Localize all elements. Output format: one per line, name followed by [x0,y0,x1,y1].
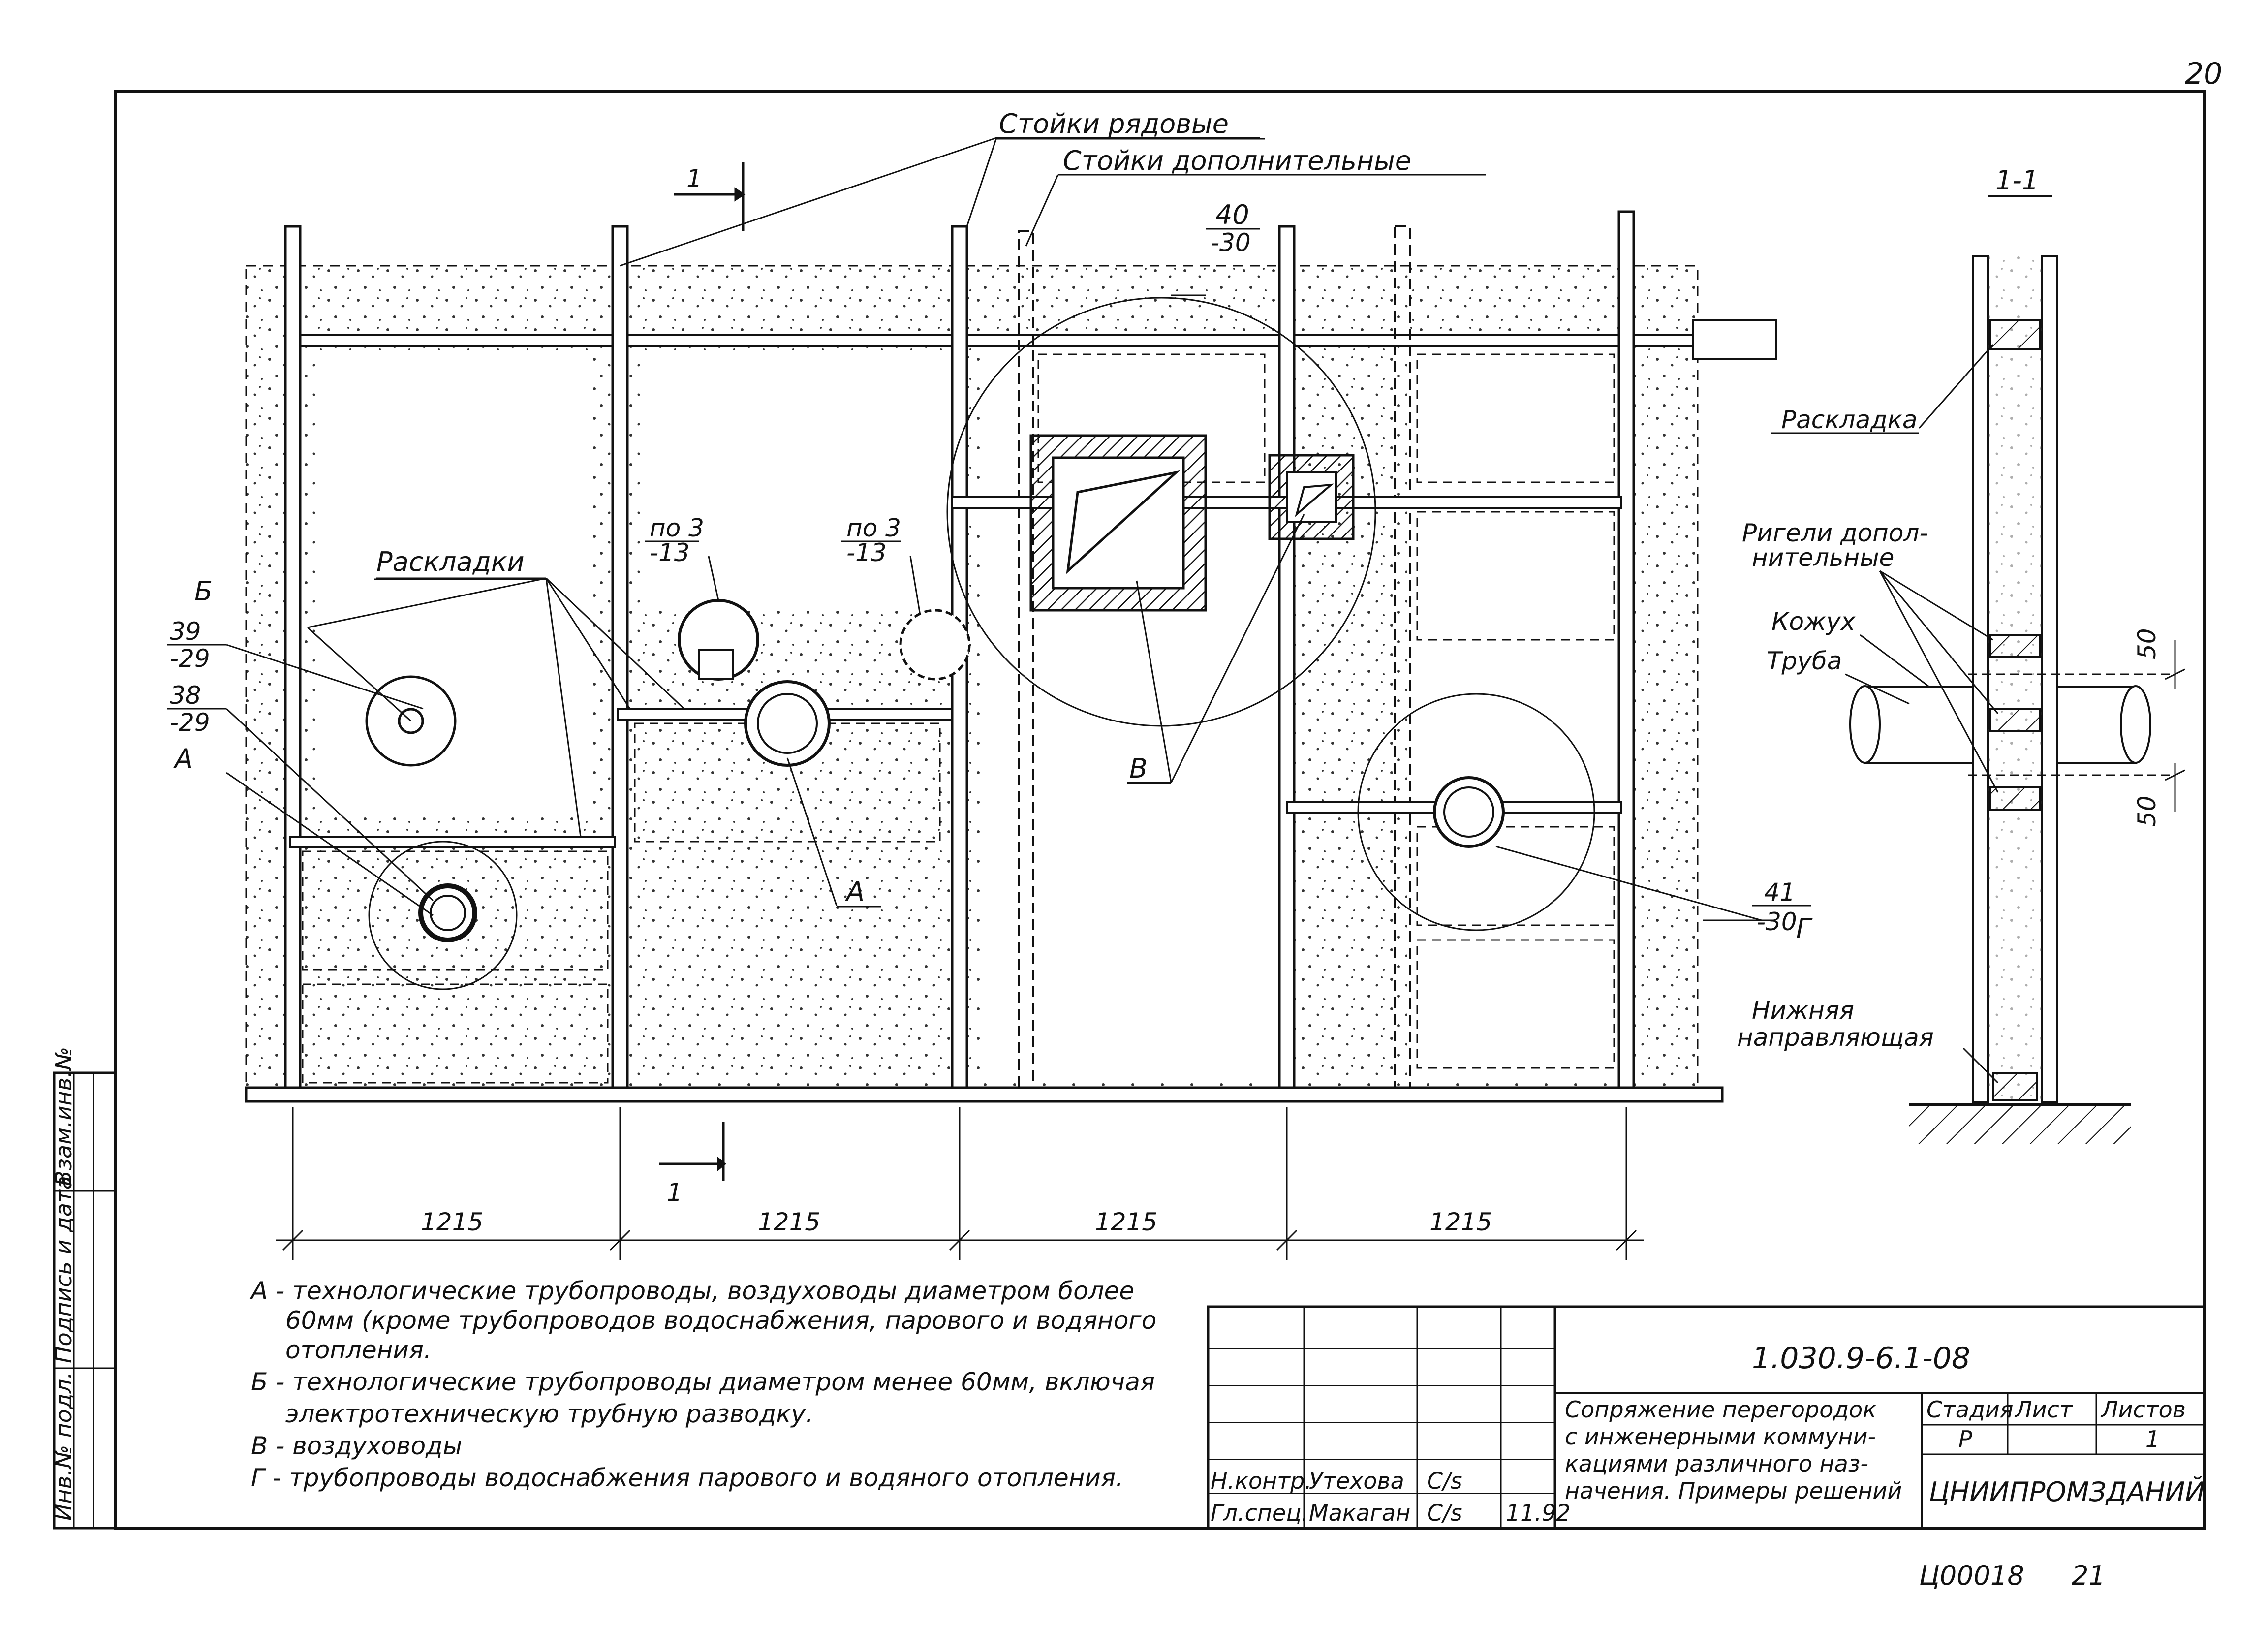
row2-date: 11.92 [1506,1500,1571,1526]
letter-a2: А [845,876,865,907]
legend-line-4: Б - технологические трубопроводы диаметр… [251,1368,1155,1396]
detail-circle-38 [368,841,518,990]
sheet-frame [114,90,2206,1530]
bottom-page-number: 21 [2072,1560,2106,1591]
extra-stud-1 [1018,230,1034,1089]
section-rigeli-1: Ригели допол- [1742,519,1928,547]
section-mark-bottom: 1 [667,1178,683,1207]
doc-code: 1.030.9-6.1-08 [1752,1341,1970,1376]
ref-38-sheet: -29 [170,708,210,737]
dim-3: 1215 [1095,1208,1157,1236]
ref-41-sheet: -30 [1757,908,1797,936]
letter-g: Г [1796,913,1813,944]
row1-role: Н.контр. [1211,1468,1312,1494]
stamp-col3: Взам.инв.№ [50,1047,77,1186]
ref-39-sheet: -29 [170,644,210,673]
ref-38: 38 [170,681,201,710]
panel-bay1-b [302,983,609,1084]
ref-po3-b: по 3 [846,514,901,542]
dim-4: 1215 [1429,1208,1492,1236]
extra-stud-2 [1394,225,1411,1089]
ref-40: 40 [1215,199,1249,230]
legend-line-3: отопления. [285,1336,432,1364]
letter-v: В [1129,753,1148,784]
section-dim-bottom: 50 [2133,795,2161,827]
bottom-rail [245,1086,1724,1103]
stamp-col2: Подпись и дата [50,1176,77,1363]
partition-elevation: 1 1 Стойки рядовые Стойки дополнительные… [167,108,1813,1207]
row1-name: Утехова [1309,1468,1404,1494]
legend-line-5: электротехническую трубную разводку. [285,1400,813,1428]
title-line-1: Сопряжение перегородок [1565,1396,1876,1423]
archive-code: Ц00018 [1919,1560,2024,1591]
dim-2: 1215 [758,1208,820,1236]
org-name: ЦНИИПРОМЗДАНИЙ [1929,1476,2205,1507]
section-nizhnyaya-1: Нижняя [1752,996,1854,1025]
side-stamp: Инв.№ подл. Подпись и дата Взам.инв.№ [50,1047,117,1530]
legend-line-6: В - воздуховоды [251,1432,462,1460]
stamp-col1: Инв.№ подл. [50,1372,77,1521]
dimension-chain [276,1107,1644,1260]
label-stoiki-ryadovye: Стойки рядовые [999,108,1229,139]
label-stoiki-dop: Стойки дополнительные [1063,145,1411,176]
title-line-2: с инженерными коммуни- [1565,1423,1876,1450]
ref-40-sheet: -30 [1211,228,1251,257]
duct-large [1029,434,1207,612]
detail-circle-41 [1357,693,1595,931]
letter-b: Б [194,576,213,607]
ref-41: 41 [1764,878,1796,907]
stud-4 [1278,225,1296,1089]
duct-small [1268,454,1355,540]
sheet-header: Лист [2014,1396,2073,1423]
stage-value: Р [1958,1426,1972,1452]
ref-po3-a-sheet: -13 [650,538,690,567]
section-nizhnyaya-2: направляющая [1737,1023,1934,1052]
row1-sign: C/s [1427,1468,1462,1494]
row2-sign: C/s [1427,1500,1462,1526]
bay1-blank [315,354,590,817]
section-mark-top: 1 [686,164,702,193]
section-raskladka: Раскладка [1781,406,1918,434]
row2-name: Макаган [1309,1500,1410,1526]
letter-a1: А [173,743,193,774]
legend-line-1: А - технологические трубопроводы, воздух… [249,1277,1134,1305]
bay4-blank [1407,345,1619,1083]
row2-role: Гл.спец. [1211,1500,1308,1526]
legend-line-7: Г - трубопроводы водоснабжения парового … [251,1464,1123,1492]
section-dim-top: 50 [2133,628,2161,659]
section-truba: Труба [1767,647,1842,675]
section-title: 1-1 [1995,165,2039,196]
title-block [1207,1305,2206,1530]
rail-stub [1692,319,1777,360]
page-number: 20 [2185,57,2222,91]
top-rail [294,334,1748,347]
sheets-header: Листов [2100,1396,2186,1423]
stud-5 [1617,210,1635,1089]
label-raskladki: Раскладки [376,546,525,577]
ref-39: 39 [170,617,201,646]
section-kozhukh: Кожух [1771,607,1856,636]
title-line-4: начения. Примеры решений [1565,1477,1902,1504]
section-1-1: 1-1 50 50 [1737,165,2185,1144]
bay2-blank [640,354,950,610]
stud-2 [611,225,629,1089]
legend-line-2: 60мм (кроме трубопроводов водоснабжения,… [285,1306,1156,1335]
section-rigeli-2: нительные [1752,543,1894,572]
stud-1 [284,225,302,1089]
dim-1: 1215 [421,1208,483,1236]
pipe-po3-b [899,609,971,681]
title-line-3: кациями различного наз- [1565,1450,1868,1477]
ref-po3-b-sheet: -13 [846,538,887,567]
legend: А - технологические трубопроводы, воздух… [249,1277,1156,1492]
panel-bay1-a [302,850,609,971]
ref-po3-a: по 3 [650,514,704,542]
sheets-value: 1 [2145,1426,2160,1452]
stage-header: Стадия [1926,1396,2013,1423]
